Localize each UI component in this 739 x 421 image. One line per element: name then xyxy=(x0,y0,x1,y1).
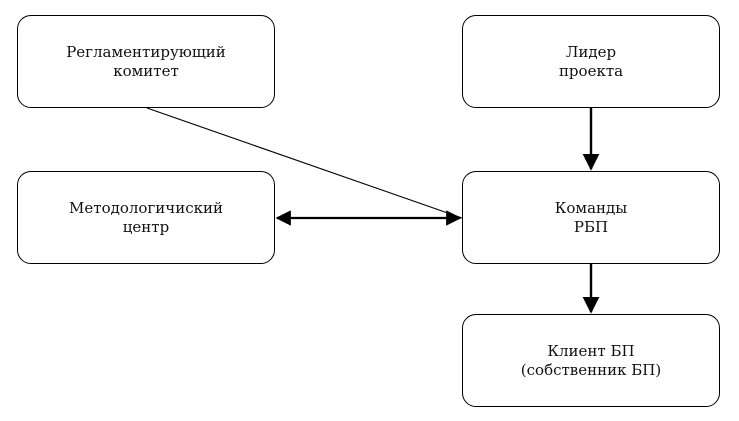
node-label-line1: Клиент БП xyxy=(547,341,635,360)
node-label-line2: РБП xyxy=(573,217,609,236)
node-label-line2: центр xyxy=(122,217,170,236)
node-regulating-committee: Регламентирующий комитет xyxy=(17,15,275,108)
edge-committee-to-teams xyxy=(146,107,463,219)
node-label-line2: проекта xyxy=(558,61,624,80)
node-project-leader: Лидер проекта xyxy=(462,15,720,108)
node-label-line1: Регламентирующий xyxy=(66,42,226,61)
node-label-line1: Методологичиский xyxy=(69,198,223,217)
node-label-line1: Лидер xyxy=(565,42,617,61)
node-bp-client: Клиент БП (собственник БП) xyxy=(462,314,720,407)
node-label-line2: (собственник БП) xyxy=(520,360,662,379)
node-rbp-teams: Команды РБП xyxy=(462,171,720,264)
node-label-line1: Команды xyxy=(554,198,628,217)
node-methodology-center: Методологичиский центр xyxy=(17,171,275,264)
node-label-line2: комитет xyxy=(113,61,179,80)
